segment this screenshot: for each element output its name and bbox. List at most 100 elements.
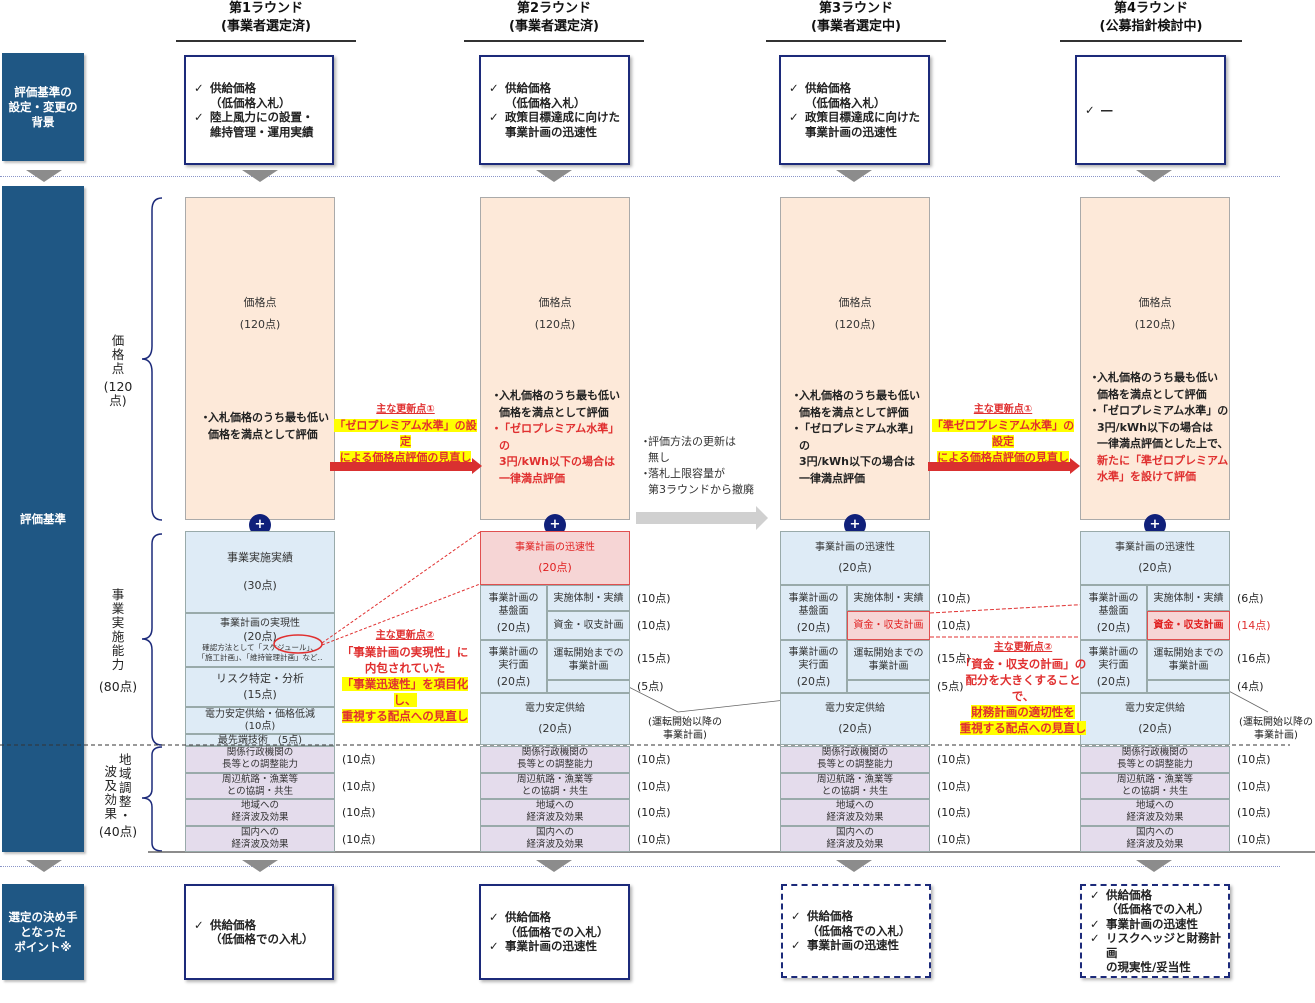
gray-arrow-icon — [636, 506, 768, 530]
decisive-box-round-4: ✓供給価格 （低価格での入札） ✓事業計画の迅速性 ✓リスクヘッジと財務計画 の… — [1080, 884, 1230, 978]
round-header-3: 第3ラウンド (事業者選定中) — [766, 0, 946, 42]
check-icon: ✓ — [1085, 102, 1095, 117]
price-title: 価格点 — [1138, 296, 1172, 309]
impl-cell-exec: 事業計画の 実行面 (20点) — [480, 640, 547, 693]
region-cell: 周辺航路・漁業等 との協調・共生 — [480, 772, 630, 799]
points-finance: (10点) — [937, 619, 971, 632]
update-note-2-round-4: 主な更新点② 「資金・収支の計画」の 配分を大きくすることで、 財務計画の適切性… — [959, 642, 1087, 735]
price-box-round-2: 価格点 (120点) ・入札価格のうち最も低い 価格を満点として評価 ・「ゼロプ… — [480, 197, 630, 520]
impl-cell-post-operation — [547, 680, 630, 693]
price-box-round-3: 価格点 (120点) ・入札価格のうち最も低い 価格を満点として評価 ・「ゼロプ… — [780, 197, 930, 520]
check-icon: ✓ — [1090, 931, 1100, 945]
impl-cell-base: 事業計画の 基盤面 (20点) — [480, 585, 547, 640]
price-points: (120点) — [1134, 318, 1176, 331]
region-cell: 国内への 経済波及効果 — [1080, 825, 1230, 852]
region-cell: 関係行政機関の 長等との調整能力 — [1080, 746, 1230, 773]
price-title: 価格点 — [838, 296, 872, 309]
row-label-decisive: 選定の決め手 となった ポイント※ — [2, 884, 84, 980]
region-cell: 国内への 経済波及効果 — [780, 825, 930, 852]
red-arrow-icon — [330, 458, 482, 474]
region-points: (10点) — [937, 753, 971, 766]
region-points: (10点) — [637, 832, 671, 846]
update-note-2-round-2: 主な更新点② 「事業計画の実現性」に 内包されていた 「事業迅速性」を項目化し、… — [341, 630, 469, 723]
background-box-round-2: ✓供給価格 （低価格入札） ✓政策目標達成に向けた 事業計画の迅速性 — [479, 55, 630, 165]
region-cell: 関係行政機関の 長等との調整能力 — [780, 746, 930, 773]
price-points: (120点) — [534, 318, 576, 331]
region-points: (10点) — [937, 832, 971, 846]
region-cell: 国内への 経済波及効果 — [480, 825, 630, 852]
group-label-region: 波 及 効 果 地 域 調 整 ・ (40点) — [98, 752, 138, 839]
region-cell: 関係行政機関の 長等との調整能力 — [185, 746, 335, 773]
down-arrow-icon — [242, 860, 278, 872]
region-cell: 周辺航路・漁業等 との協調・共生 — [1080, 772, 1230, 799]
down-arrow-icon — [536, 170, 572, 182]
update-note-1-round-4: 主な更新点① 「準ゼロプレミアム水準」の設定 による価格点評価の見直し — [931, 404, 1075, 464]
check-icon: ✓ — [791, 909, 801, 924]
impl-cell-post-operation — [847, 680, 930, 693]
down-arrow-icon — [536, 860, 572, 872]
group-label-impl: 事 業 実 施 能 力 (80点) — [98, 587, 138, 694]
region-points: (10点) — [1237, 832, 1271, 846]
decisive-box-round-3: ✓供給価格 （低価格での入札） ✓事業計画の迅速性 — [781, 884, 931, 978]
points-organization: (10点) — [937, 592, 971, 605]
check-icon: ✓ — [194, 917, 204, 932]
check-icon: ✓ — [789, 81, 799, 95]
round-status: (公募指針検討中) — [1099, 19, 1203, 34]
points-organization: (10点) — [637, 592, 671, 605]
round-title: 第1ラウンド — [228, 1, 304, 16]
check-icon: ✓ — [194, 81, 204, 95]
impl-cell-risk: リスク特定・分析 (15点) — [185, 667, 335, 707]
impl-cell-speed: 事業計画の迅速性 (20点) — [780, 531, 930, 585]
plus-icon: + — [544, 514, 566, 536]
impl-cell-feasibility: 事業計画の実現性 (20点) 確認方法として「スケジュール」、 「施工計画」、「… — [185, 613, 335, 667]
round-title: 第4ラウンド — [1113, 1, 1189, 16]
check-icon: ✓ — [194, 110, 204, 124]
update-note-1-round-2: 主な更新点① 「ゼロプレミアム水準」の設定 による価格点評価の見直し — [334, 404, 477, 464]
region-cell: 地域への 経済波及効果 — [480, 799, 630, 826]
impl-cell-finance: 資金・収支計画 — [547, 611, 630, 640]
region-points: (10点) — [637, 779, 671, 793]
after-start-note: (運転開始以降の 事業計画) — [1239, 717, 1313, 741]
down-arrow-icon — [1136, 170, 1172, 182]
region-points: (10点) — [342, 832, 376, 846]
region-points: (10点) — [937, 806, 971, 819]
check-icon: ✓ — [1090, 916, 1100, 931]
check-icon: ✓ — [489, 939, 499, 954]
region-points: (10点) — [1237, 753, 1271, 766]
impl-cell-base: 事業計画の 基盤面 (20点) — [780, 585, 847, 640]
region-points: (10点) — [637, 753, 671, 766]
background-box-round-3: ✓供給価格 （低価格入札） ✓政策目標達成に向けた 事業計画の迅速性 — [779, 55, 930, 165]
impl-cell-stable-supply: 電力安定供給 (20点) — [480, 693, 630, 745]
check-icon: ✓ — [791, 938, 801, 953]
impl-cell-stable-supply: 電力安定供給 (20点) — [780, 693, 930, 745]
region-cell: 地域への 経済波及効果 — [185, 799, 335, 826]
bracket-region — [141, 746, 163, 852]
down-arrow-icon — [26, 170, 62, 182]
impl-cell-base: 事業計画の 基盤面 (20点) — [1080, 585, 1147, 640]
impl-cell-advanced-tech: 最先端技術 (5点) — [185, 734, 335, 746]
plus-icon: + — [249, 514, 271, 536]
region-points: (10点) — [637, 806, 671, 819]
plus-icon: + — [844, 514, 866, 536]
impl-cell-stable-supply: 電力安定供給 (20点) — [1080, 693, 1230, 745]
highlight-ellipse — [273, 634, 323, 654]
row-label-criteria: 評価基準 — [2, 186, 84, 852]
price-title: 価格点 — [538, 296, 572, 309]
points-finance: (14点) — [1237, 619, 1271, 632]
region-cell: 地域への 経済波及効果 — [1080, 799, 1230, 826]
round-header-4: 第4ラウンド (公募指針検討中) — [1060, 0, 1242, 42]
region-cell: 周辺航路・漁業等 との協調・共生 — [780, 772, 930, 799]
region-cell: 関係行政機関の 長等との調整能力 — [480, 746, 630, 773]
impl-cell-exec: 事業計画の 実行面 (20点) — [780, 640, 847, 693]
region-points: (10点) — [342, 753, 376, 766]
price-title: 価格点 — [243, 296, 277, 309]
region-cell: 地域への 経済波及効果 — [780, 799, 930, 826]
down-arrow-icon — [836, 170, 872, 182]
region-points: (10点) — [342, 779, 376, 793]
region-points: (10点) — [937, 779, 971, 793]
check-icon: ✓ — [489, 110, 499, 124]
down-arrow-icon — [242, 170, 278, 182]
impl-cell-organization: 実施体制・実績 — [547, 585, 630, 611]
impl-cell-organization: 実施体制・実績 — [847, 585, 930, 611]
impl-cell-exec: 事業計画の 実行面 (20点) — [1080, 640, 1147, 693]
